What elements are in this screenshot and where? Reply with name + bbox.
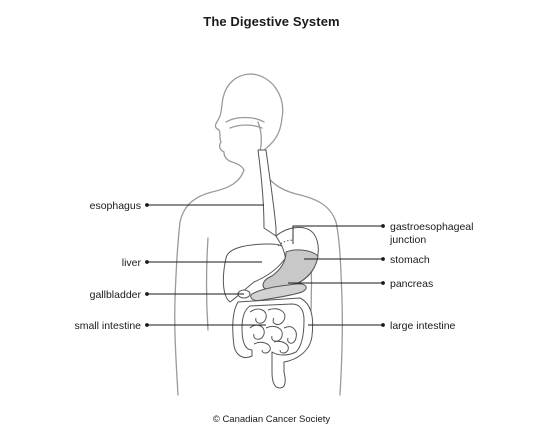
body-silhouette xyxy=(174,73,344,396)
label-large-intestine: large intestine xyxy=(390,320,456,332)
label-small-intestine: small intestine xyxy=(74,320,141,332)
small-intestine-organ xyxy=(249,308,297,354)
dot-ge-junction xyxy=(381,224,385,228)
head-outline xyxy=(214,73,284,171)
label-liver: liver xyxy=(122,257,142,269)
right-leaders xyxy=(288,224,385,327)
ge-junction-marker xyxy=(277,239,295,247)
dot-liver xyxy=(145,260,149,264)
esophagus-organ xyxy=(257,149,277,237)
dot-small-intestine xyxy=(145,323,149,327)
left-shoulder-outline xyxy=(174,169,245,396)
diagram-title: The Digestive System xyxy=(203,14,340,29)
leader-ge-junction xyxy=(292,225,383,244)
large-intestine-organ xyxy=(232,297,314,389)
label-pancreas: pancreas xyxy=(390,278,433,290)
liver-organ xyxy=(222,243,288,303)
label-stomach: stomach xyxy=(390,254,430,266)
dot-pancreas xyxy=(381,281,385,285)
label-esophagus: esophagus xyxy=(90,200,141,212)
label-gallbladder: gallbladder xyxy=(90,289,142,301)
pancreas-organ xyxy=(250,283,307,301)
dot-gallbladder xyxy=(145,292,149,296)
label-ge-junction-line1: gastroesophageal xyxy=(390,221,473,233)
dot-esophagus xyxy=(145,203,149,207)
left-arm-inner xyxy=(205,237,209,331)
dot-large-intestine xyxy=(381,323,385,327)
label-ge-junction-line2: junction xyxy=(389,234,426,246)
right-shoulder-outline xyxy=(261,163,344,396)
left-leaders xyxy=(145,203,266,327)
copyright-credit: © Canadian Cancer Society xyxy=(212,414,331,425)
dot-stomach xyxy=(381,257,385,261)
pharynx xyxy=(257,121,262,153)
